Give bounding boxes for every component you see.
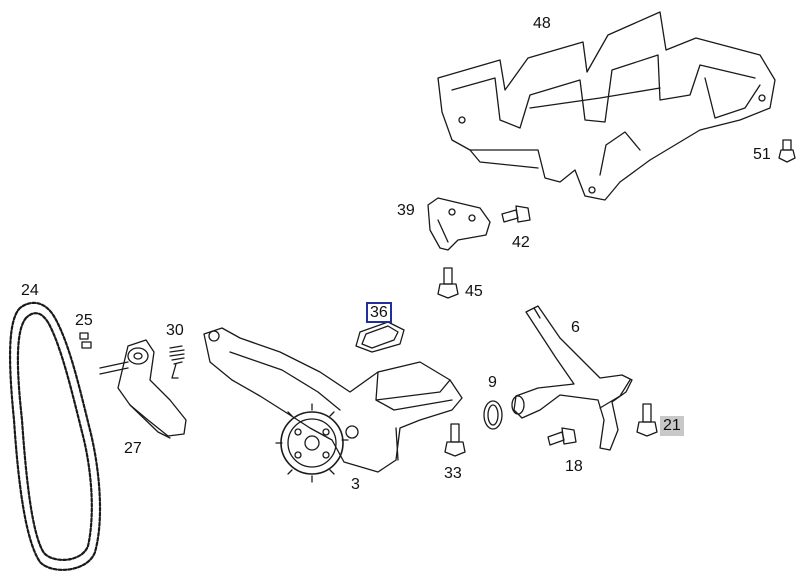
callout-30[interactable]: 30	[166, 322, 184, 339]
callout-45[interactable]: 45	[465, 283, 483, 300]
bolt-part-21[interactable]	[636, 403, 658, 437]
spring-part-30[interactable]	[169, 345, 185, 379]
callout-36-highlighted[interactable]: 36	[366, 302, 392, 323]
bolt-part-45[interactable]	[437, 267, 459, 299]
callout-25[interactable]: 25	[75, 312, 93, 329]
callout-3[interactable]: 3	[351, 476, 360, 493]
bolt-part-51[interactable]	[778, 139, 796, 163]
callout-24[interactable]: 24	[21, 282, 39, 299]
chain-part-24[interactable]	[9, 301, 102, 571]
bracket-part-39[interactable]	[427, 197, 491, 251]
callout-42[interactable]: 42	[512, 234, 530, 251]
bolt-part-42[interactable]	[501, 205, 531, 223]
callout-33[interactable]: 33	[444, 465, 462, 482]
callout-48[interactable]: 48	[533, 15, 551, 32]
tensioner-part-27[interactable]	[99, 339, 187, 439]
callout-9[interactable]: 9	[488, 374, 497, 391]
o-ring-part-9[interactable]	[483, 400, 503, 430]
oil-pump-part-3[interactable]	[203, 327, 463, 483]
pickup-tube-part-6[interactable]	[511, 305, 633, 451]
clip-part-25[interactable]	[79, 332, 92, 349]
callout-6[interactable]: 6	[571, 319, 580, 336]
bolt-part-18[interactable]	[547, 427, 577, 446]
callout-18[interactable]: 18	[565, 458, 583, 475]
callout-51[interactable]: 51	[753, 146, 771, 163]
bolt-part-33[interactable]	[444, 423, 466, 457]
callout-21-selected[interactable]: 21	[660, 416, 684, 436]
callout-27[interactable]: 27	[124, 440, 142, 457]
gasket-part-36[interactable]	[355, 321, 405, 353]
oil-pan-part-48[interactable]	[437, 11, 776, 201]
callout-39[interactable]: 39	[397, 202, 415, 219]
